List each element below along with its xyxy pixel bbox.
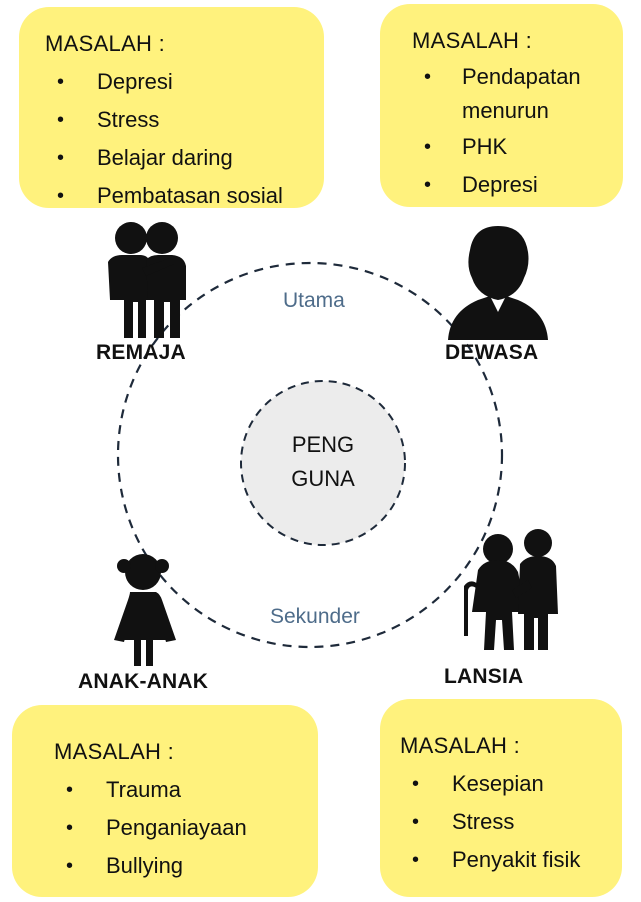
problem-title: MASALAH : [45, 31, 166, 56]
list-item: • Stress [400, 803, 622, 841]
problem-text: Pendapatan [462, 64, 581, 89]
list-item: • Pendapatan menurun [412, 60, 623, 128]
problem-box-lansia: MASALAH : • Kesepian • Stress • Penyakit fi… [380, 699, 622, 897]
ring-label-primary: Utama [283, 289, 345, 312]
role-label-remaja: REMAJA [96, 341, 186, 364]
list-item: • Pembatasan sosial [45, 177, 324, 215]
bullet-icon: • [66, 779, 74, 801]
problem-title: MASALAH : [400, 733, 521, 758]
role-label-anak: ANAK-ANAK [78, 670, 209, 693]
problem-list: • Depresi • Stress • Belajar daring • Pembat… [45, 63, 324, 215]
role-label-lansia: LANSIA [444, 665, 524, 688]
list-item: • Bullying [54, 847, 318, 885]
problem-text: Depresi [97, 69, 173, 94]
problem-text: Stress [452, 809, 515, 834]
bullet-icon: • [66, 817, 74, 839]
role-label-dewasa: DEWASA [445, 341, 539, 364]
child-icon [114, 554, 176, 666]
problem-text: Kesepian [452, 771, 544, 796]
outer-dashed-ring [116, 261, 504, 649]
teenagers-icon [108, 222, 186, 338]
bullet-icon: • [57, 147, 65, 169]
problem-text: Depresi [462, 172, 538, 197]
problem-text: Belajar daring [97, 145, 233, 170]
center-label: PENG GUNA [273, 428, 373, 496]
list-item: • Depresi [45, 63, 324, 101]
ring-label-secondary: Sekunder [270, 605, 360, 628]
problem-box-anak: MASALAH : • Trauma • Penganiayaan • Bullyin… [12, 705, 318, 897]
problem-title: MASALAH : [54, 739, 175, 764]
list-item: • Penganiayaan [54, 809, 318, 847]
center-label-line1: PENG [291, 432, 355, 457]
adult-icon [448, 226, 548, 340]
problem-box-dewasa: MASALAH : • Pendapatan menurun • PHK • Depre… [380, 4, 623, 207]
problem-title: MASALAH : [412, 28, 533, 53]
list-item: • Belajar daring [45, 139, 324, 177]
bullet-icon: • [424, 174, 432, 196]
list-item: • Penyakit fisik [400, 841, 622, 879]
problem-list: • Kesepian • Stress • Penyakit fisik [400, 765, 622, 879]
bullet-icon: • [57, 109, 65, 131]
bullet-icon: • [424, 136, 432, 158]
problem-text: Penyakit fisik [452, 847, 581, 872]
list-item: • PHK [412, 128, 623, 166]
problem-text: Pembatasan sosial [97, 183, 283, 208]
list-item: • Trauma [54, 771, 318, 809]
center-circle [240, 380, 406, 546]
list-item: • Stress [45, 101, 324, 139]
bullet-icon: • [412, 773, 420, 795]
bullet-icon: • [57, 185, 65, 207]
problem-list: • Pendapatan menurun • PHK • Depresi [412, 60, 623, 204]
bullet-icon: • [412, 849, 420, 871]
problem-box-remaja: MASALAH : • Depresi • Stress • Belajar dari… [19, 7, 324, 208]
center-label-line2: GUNA [291, 466, 355, 491]
bullet-icon: • [57, 71, 65, 93]
problem-list: • Trauma • Penganiayaan • Bullying [54, 771, 318, 885]
bullet-icon: • [412, 811, 420, 833]
problem-text: Bullying [106, 853, 184, 878]
bullet-icon: • [66, 855, 74, 877]
problem-text: Stress [97, 107, 160, 132]
problem-text: Trauma [106, 777, 181, 802]
elderly-couple-icon [464, 529, 558, 650]
bullet-icon: • [424, 66, 432, 88]
problem-text-continued: menurun [462, 98, 549, 123]
problem-text: PHK [462, 134, 508, 159]
list-item: • Depresi [412, 166, 623, 204]
list-item: • Kesepian [400, 765, 622, 803]
problem-text: Penganiayaan [106, 815, 247, 840]
